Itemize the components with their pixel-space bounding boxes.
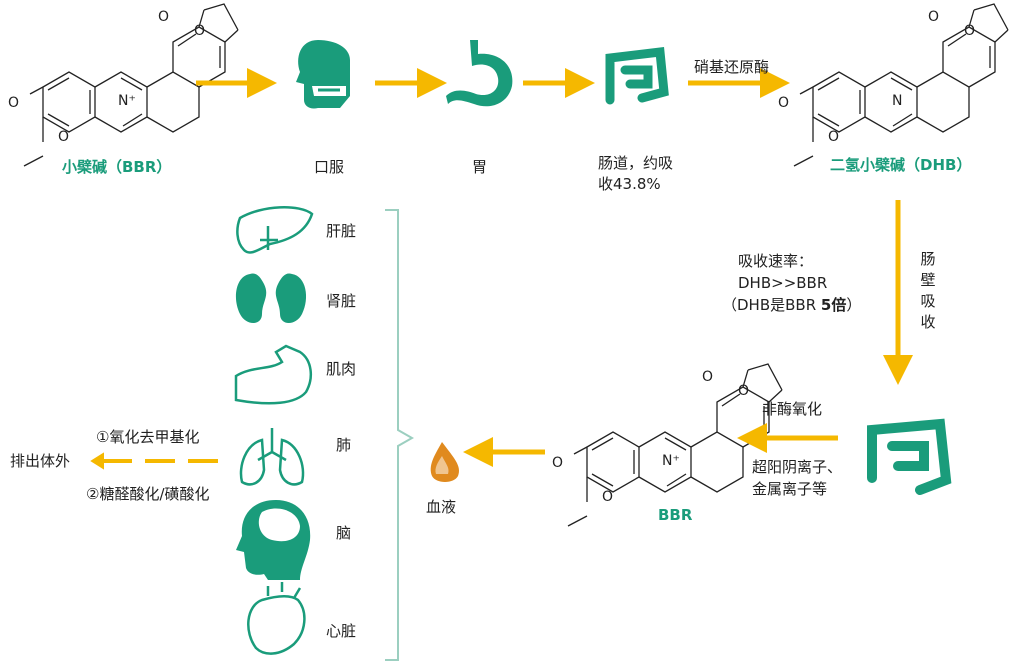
bbr-bottom-label: BBR (658, 506, 693, 524)
organ-bracket (385, 209, 415, 661)
rate-line-2: DHB>>BBR (738, 274, 828, 292)
dhb-o1: O (928, 9, 940, 25)
organ-liver-label: 肝脏 (326, 222, 357, 240)
oral-icon (296, 40, 350, 109)
heart-shape (247, 582, 306, 655)
stomach-label: 胃 (472, 158, 488, 176)
bbr-bottom-methoxy1: O (552, 455, 564, 471)
wall-absorb-char-4: 收 (920, 313, 936, 331)
rate-line-1: 吸收速率： (738, 252, 814, 270)
intestine-label-1: 肠道，约吸 (598, 154, 674, 172)
wall-absorb-char-2: 壁 (920, 271, 936, 289)
excretion-result: 排出体外 (10, 452, 71, 470)
excretion-step-1: ①氧化去甲基化 (96, 428, 200, 446)
bbr-bottom-charge: N⁺ (662, 453, 680, 469)
rate-line-3: （DHB是BBR 5倍） (722, 296, 861, 315)
muscle-shape (234, 344, 313, 405)
ultrasound-line-2: 金属离子等 (752, 480, 828, 498)
liver-shape (236, 206, 314, 254)
nonenzymatic-label: 非酶氧化 (762, 400, 823, 418)
dhb-methoxy1: O (778, 95, 790, 111)
organ-kidney-label: 肾脏 (326, 292, 357, 310)
bbr-top-o1: O (158, 9, 170, 25)
rate-line-3-prefix: （DHB是BBR (722, 296, 821, 314)
bbr-bottom-structure (567, 363, 783, 527)
bbr-top-o2: O (194, 23, 206, 39)
ultrasound-line-1: 超阳阴离子、 (752, 458, 843, 476)
dhb-label: 二氢小檗碱（DHB） (830, 156, 972, 174)
wall-absorb-char-1: 肠 (920, 250, 936, 268)
intestine-label-2: 收43.8% (598, 175, 661, 193)
dhb-structure (793, 3, 1009, 167)
nitroreductase-label: 硝基还原酶 (694, 58, 770, 76)
bbr-bottom-o2: O (738, 383, 750, 399)
lung-shape (239, 428, 305, 486)
organ-heart-label: 心脏 (326, 622, 357, 640)
kidney-shape (235, 273, 307, 323)
blood-drop-icon (430, 442, 460, 482)
organ-brain-label: 脑 (336, 524, 352, 542)
bbr-top-methoxy1: O (8, 95, 20, 111)
rate-line-3-bold: 5倍 (820, 296, 847, 314)
head-shape (236, 500, 311, 580)
excretion-step-2: ②糖醛酸化/磺酸化 (86, 485, 210, 503)
stomach-icon (446, 40, 513, 107)
blood-label: 血液 (426, 498, 457, 516)
bbr-top-methoxy2: O (58, 129, 70, 145)
bbr-top-charge: N⁺ (118, 93, 136, 109)
excretion-arrows (90, 452, 218, 470)
wall-absorb-char-3: 吸 (920, 292, 936, 310)
rate-line-3-suffix: ） (846, 296, 862, 314)
bbr-bottom-o1: O (702, 369, 714, 385)
oral-label: 口服 (314, 158, 345, 176)
bbr-bottom-methoxy2: O (602, 489, 614, 505)
dhb-n: N (892, 93, 903, 109)
bbr-top-label: 小檗碱（BBR） (62, 158, 172, 176)
intestine-bottom-icon (867, 418, 952, 495)
dhb-methoxy2: O (828, 129, 840, 145)
organ-lung-label: 肺 (336, 436, 352, 454)
organ-muscle-label: 肌肉 (326, 360, 357, 378)
dhb-o2: O (964, 23, 976, 39)
intestine-icon (605, 46, 669, 105)
